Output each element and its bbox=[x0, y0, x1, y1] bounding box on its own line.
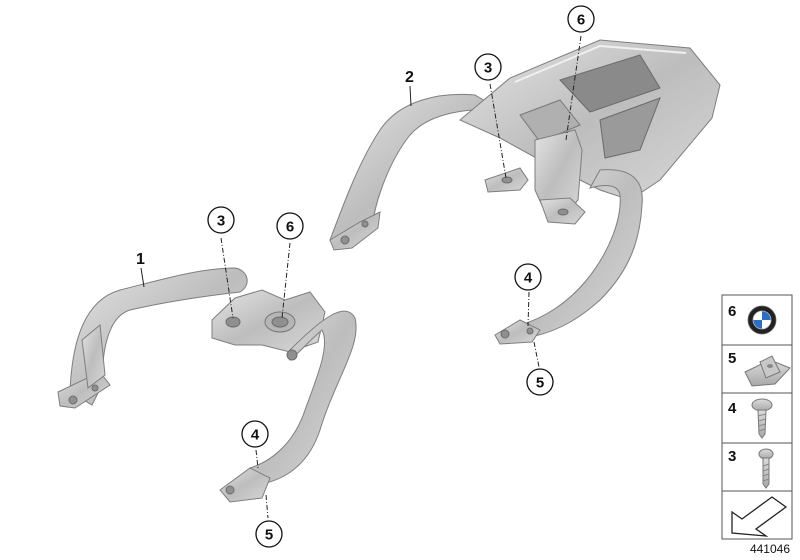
parts-legend: 6 5 4 bbox=[721, 294, 793, 540]
legend-row-4: 4 bbox=[721, 392, 793, 444]
legend-row-6: 6 bbox=[721, 294, 793, 346]
callout-6-right-text: 6 bbox=[577, 12, 585, 29]
part-label-2-text: 2 bbox=[405, 69, 414, 86]
part-label-1-text: 1 bbox=[136, 251, 145, 268]
legend-row-5: 5 bbox=[721, 344, 793, 394]
callout-5-right-text: 5 bbox=[536, 375, 544, 392]
callout-3-right: 3 bbox=[474, 53, 502, 81]
diagram-id: 441046 bbox=[750, 542, 790, 556]
callout-4-left-text: 4 bbox=[251, 427, 260, 444]
callout-6-left: 6 bbox=[276, 212, 304, 240]
legend-row-3-number: 3 bbox=[728, 448, 736, 465]
legend-row-5-number: 5 bbox=[728, 350, 736, 367]
callout-6-left-text: 6 bbox=[286, 219, 294, 236]
direction-arrow-icon bbox=[731, 496, 788, 537]
callout-4-right-text: 4 bbox=[524, 270, 533, 287]
part-label-1: 1 bbox=[136, 251, 145, 288]
legend-row-4-number: 4 bbox=[728, 400, 737, 417]
callout-5-left-text: 5 bbox=[265, 527, 273, 544]
callout-4-right: 4 bbox=[514, 263, 542, 291]
legend-row-6-number: 6 bbox=[728, 303, 736, 320]
bolt-icon bbox=[758, 448, 774, 489]
legend-row-3: 3 bbox=[721, 442, 793, 492]
luggage-rack-right-assembly bbox=[329, 39, 721, 345]
bmw-emblem-icon bbox=[747, 305, 777, 335]
grab-rail-left-assembly bbox=[57, 267, 357, 503]
part-label-2: 2 bbox=[405, 69, 414, 107]
grab-handle-left bbox=[69, 267, 248, 406]
callout-4-left: 4 bbox=[241, 420, 269, 448]
clip-nut-icon bbox=[744, 355, 791, 387]
callout-3-right-text: 3 bbox=[484, 60, 492, 77]
callout-6-right: 6 bbox=[567, 5, 595, 33]
screw-icon bbox=[751, 398, 773, 439]
callout-3-left-text: 3 bbox=[217, 213, 225, 230]
leader-lines bbox=[220, 35, 582, 519]
callout-3-left: 3 bbox=[207, 206, 235, 234]
callout-5-left: 5 bbox=[255, 520, 283, 548]
callout-5-right: 5 bbox=[526, 368, 554, 396]
handle-strut-left bbox=[81, 324, 106, 389]
legend-row-arrow bbox=[721, 490, 793, 540]
